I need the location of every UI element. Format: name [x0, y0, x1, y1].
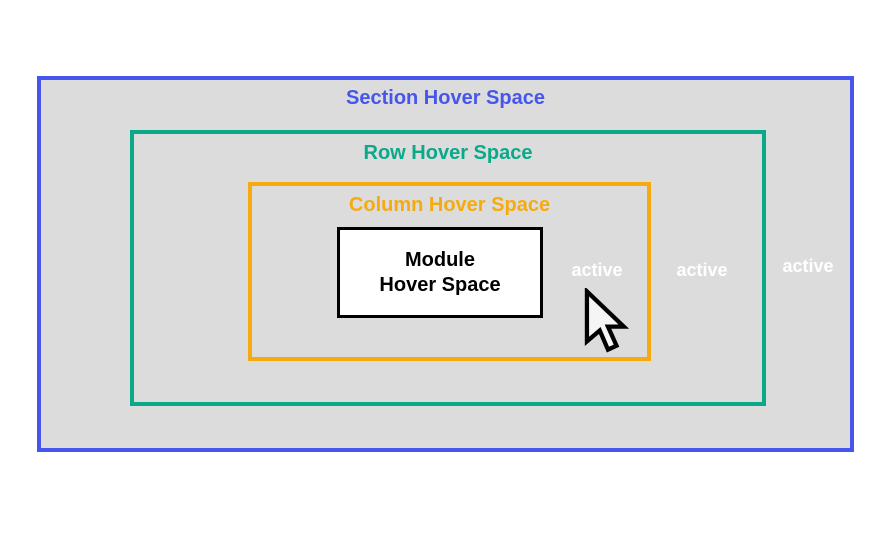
row-hover-space-box[interactable]: Row Hover Space [130, 130, 766, 406]
active-label-row: active [676, 260, 728, 280]
cursor-arrow-icon [584, 288, 629, 353]
module-hover-space-label-line2: Hover Space [379, 273, 501, 296]
module-hover-space-label-line1: Module [405, 248, 475, 271]
row-hover-space-label: Row Hover Space [363, 142, 533, 164]
column-hover-space-label: Column Hover Space [348, 194, 551, 216]
column-hover-space-box[interactable]: Column Hover Space [248, 182, 651, 361]
section-hover-space-label: Section Hover Space [346, 87, 545, 109]
active-label-column: active [571, 260, 623, 280]
active-label-section: active [782, 256, 834, 276]
module-hover-space-box[interactable]: Module Hover Space [337, 227, 543, 318]
